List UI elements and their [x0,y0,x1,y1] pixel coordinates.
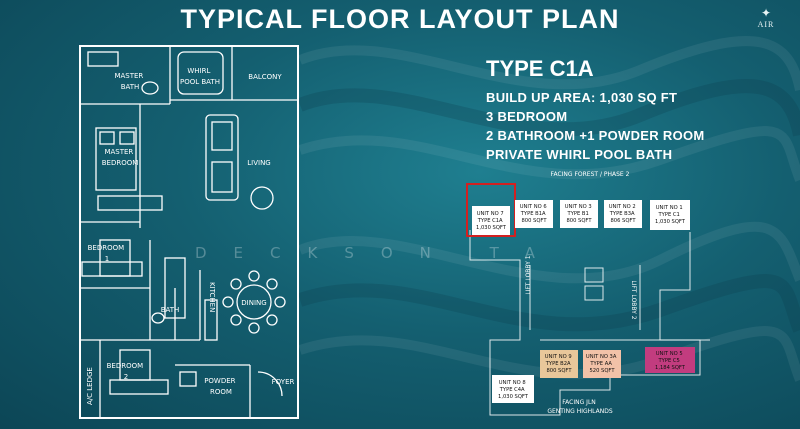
room-label-master-bedroom: MASTER BEDROOM [102,148,139,167]
room-label-master-bath: MASTER BATH [114,72,145,91]
room-label-bath: BATH [161,306,180,314]
room-label-living: LIVING [247,159,270,167]
unit-boxes [466,183,695,403]
room-label-dining: DINING [241,299,266,307]
unit-label-7: UNIT NO 7 TYPE C1A 1,030 SQFT [476,211,507,231]
unit-label-5: UNIT NO 5 TYPE C5 1,184 SQFT [655,351,686,371]
page-title: TYPICAL FLOOR LAYOUT PLAN [180,4,620,34]
unit-box-3a[interactable] [583,350,621,378]
unit-label-9: UNIT NO 9 TYPE B2A 800 SQFT [545,354,574,374]
unit-label-2: UNIT NO 2 TYPE B3A 806 SQFT [609,204,638,224]
lift-lobby-1-label: LIFT LOBBY 1 [525,255,532,294]
room-label-whirl-pool: WHIRL POOL BATH [180,67,220,86]
brand-text: AIR [757,20,775,29]
room-label-ac-ledge: A/C LEDGE [86,367,94,405]
unit-box-5[interactable] [645,347,695,373]
unit-label-3a: UNIT NO 3A TYPE AA 520 SQFT [586,354,618,374]
room-label-powder-room: POWDER ROOM [204,377,238,396]
unit-label-8: UNIT NO 8 TYPE C4A 1,030 SQFT [498,380,529,400]
unit-label-3: UNIT NO 3 TYPE B1 800 SQFT [565,204,594,224]
room-label-kitchen: KITCHEN [208,282,216,312]
room-label-bedroom1: BEDROOM 1 [88,244,127,263]
room-label-bedroom2: BEDROOM 2 [107,362,146,381]
unit-type-title: TYPE C1A [486,56,594,81]
unit-label-6: UNIT NO 6 TYPE B1A 800 SQFT [520,204,549,224]
unit-box-6[interactable] [515,200,553,228]
brand-logo: ✦ AIR [746,6,786,29]
lift-lobby-2-label: LIFT LOBBY 2 [630,280,637,319]
unit-box-2[interactable] [604,200,642,228]
unit-box-3[interactable] [560,200,598,228]
info-line-bedroom: 3 BEDROOM [486,109,568,124]
star-icon: ✦ [760,6,772,20]
watermark-text: DECKSON TA [195,244,562,262]
room-label-balcony: BALCONY [248,73,282,81]
facing-bottom-label: FACING JLN GENTING HIGHLANDS [547,399,613,415]
unit-info: TYPE C1A BUILD UP AREA: 1,030 SQ FT 3 BE… [486,56,705,164]
unit-box-7[interactable] [472,206,510,236]
info-line-whirl-pool: PRIVATE WHIRL POOL BATH [486,147,673,162]
info-line-area: BUILD UP AREA: 1,030 SQ FT [486,90,678,105]
room-label-foyer: FOYER [272,378,295,386]
unit-box-1[interactable] [650,200,690,230]
unit-box-9[interactable] [540,350,578,378]
facing-top-label: FACING FOREST / PHASE 2 [551,171,630,178]
unit-label-1: UNIT NO 1 TYPE C1 1,030 SQFT [655,205,686,225]
info-line-bathroom: 2 BATHROOM +1 POWDER ROOM [486,128,705,143]
unit-box-8[interactable] [492,375,534,403]
